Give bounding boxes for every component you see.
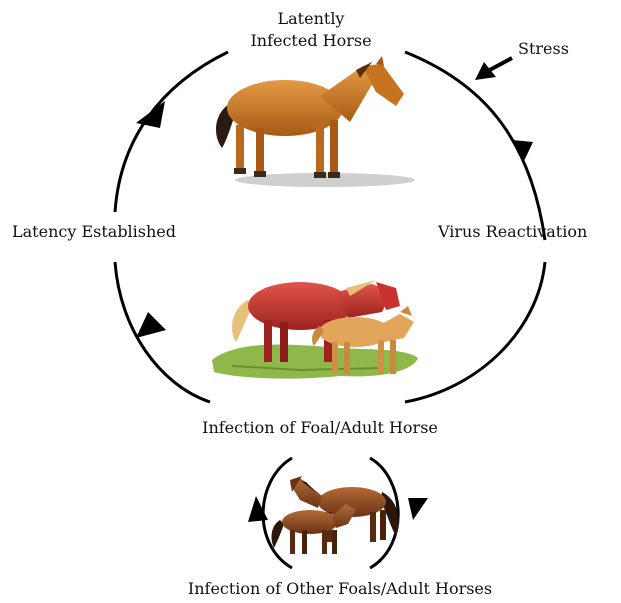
arrowhead-right-icon bbox=[512, 140, 533, 163]
label-latency-established: Latency Established bbox=[12, 222, 176, 242]
label-infection-other-foals: Infection of Other Foals/Adult Horses bbox=[130, 579, 550, 599]
cycle-arc-bottom-left bbox=[115, 262, 210, 402]
label-latently-line2: Infected Horse bbox=[240, 31, 382, 51]
label-stress: Stress bbox=[518, 39, 569, 59]
bay-horses-icon bbox=[272, 476, 399, 554]
stress-arrowhead-icon bbox=[475, 62, 496, 80]
cycle-arc-top-left bbox=[115, 52, 228, 212]
arrowhead-lower-left-icon bbox=[136, 312, 166, 338]
mare-and-foal-icon bbox=[212, 280, 418, 379]
latently-infected-horse-icon bbox=[216, 56, 415, 187]
small-arrowhead-right-icon bbox=[408, 498, 428, 520]
label-virus-reactivation: Virus Reactivation bbox=[438, 222, 587, 242]
label-infection-foal-adult: Infection of Foal/Adult Horse bbox=[160, 418, 480, 438]
arrowhead-upper-left-icon bbox=[136, 101, 165, 128]
small-cycle-arc-left bbox=[263, 458, 292, 568]
cycle-arc-bottom-right bbox=[405, 262, 545, 402]
label-latently-line1: Latently bbox=[270, 9, 352, 29]
